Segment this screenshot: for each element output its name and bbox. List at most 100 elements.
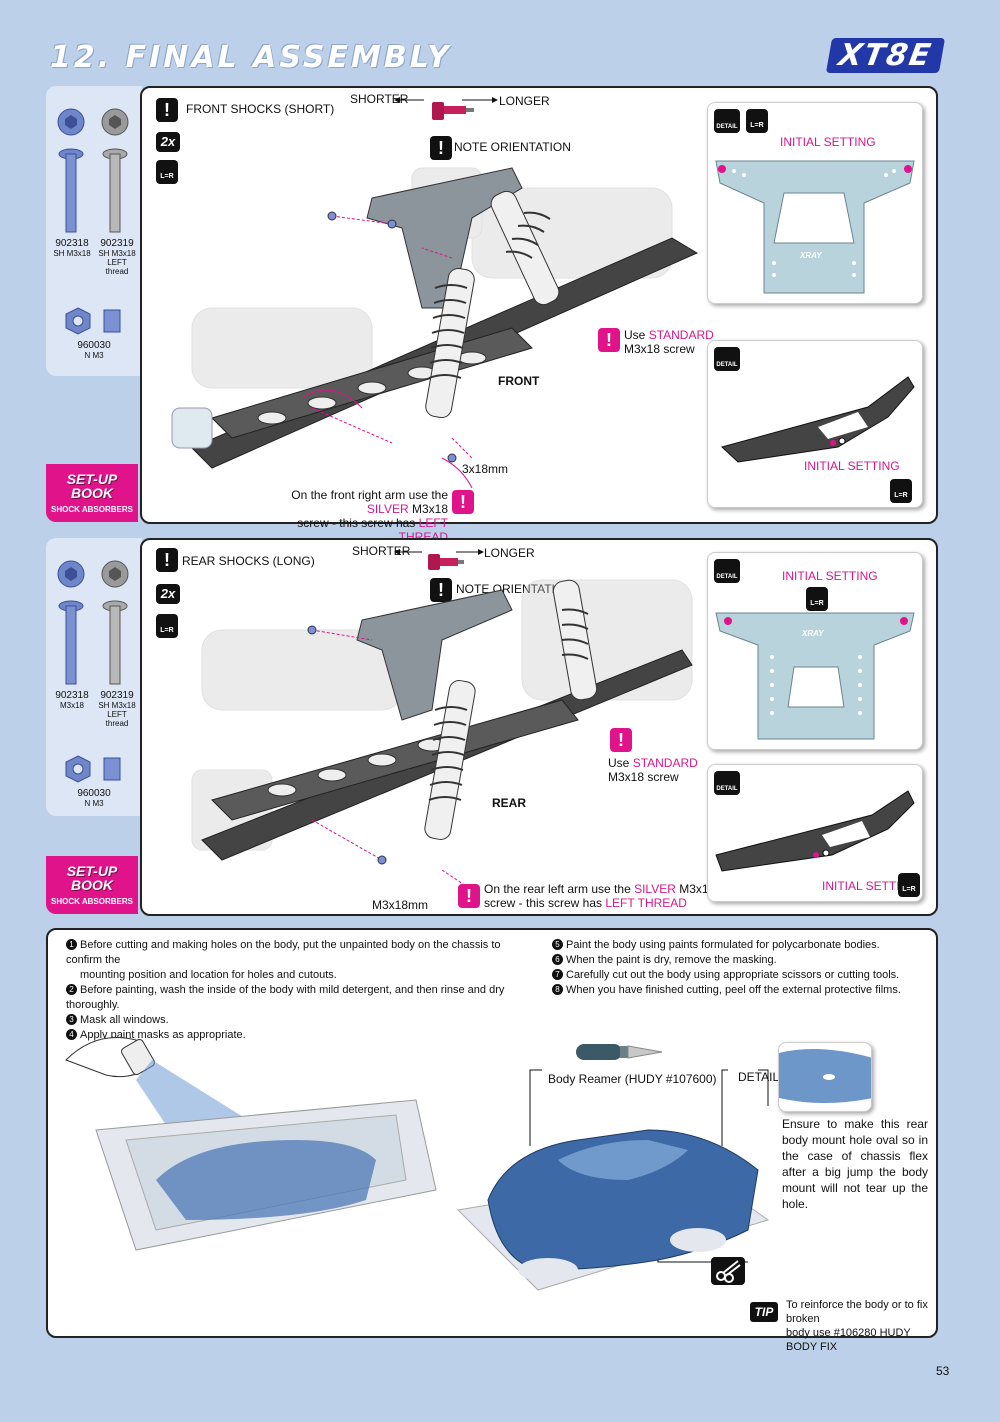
body-mount-detail: [778, 1042, 872, 1112]
mount-hole-note: Ensure to make this rear body mount hole…: [782, 1117, 928, 1211]
screw-size-label: 3x18mm: [462, 462, 509, 476]
suspension-arm-icon: [721, 376, 915, 463]
front-setup-book-link[interactable]: SET-UP BOOK SHOCK ABSORBERS: [46, 464, 138, 522]
direction-label: REAR: [492, 796, 527, 810]
shock-end-icon: [394, 549, 484, 570]
nut-code: 960030: [77, 788, 111, 799]
lr-icon: L=R: [806, 587, 828, 611]
reamer-label: Body Reamer (HUDY #107600): [548, 1072, 717, 1086]
part-desc-2: LEFT thread: [105, 710, 129, 728]
shorter-label: SHORTER: [350, 92, 409, 106]
step-item: mounting position and location for holes…: [80, 969, 337, 981]
warning-icon: !: [598, 328, 620, 352]
warning-icon: !: [610, 728, 632, 752]
front-parts-strip: 902318 SH M3x18 902319 SH M3x18 LEFT thr…: [46, 86, 142, 376]
left-thread-note: On the rear left arm use the SILVER M3x1…: [484, 882, 716, 910]
nut-code: 960030: [77, 340, 111, 351]
tip-text: To reinforce the body or to fix broken b…: [786, 1299, 928, 1353]
tower-brand: XRAY: [800, 251, 822, 260]
initial-setting-label: INITIAL SETTING: [780, 135, 876, 149]
initial-setting-label: INITIAL SETTING: [822, 879, 918, 893]
left-thread-note: On the front right arm use the SILVER M3…: [291, 488, 448, 544]
nut-icon: [65, 755, 121, 783]
shock-tower-icon: [715, 160, 915, 294]
detail-icon: DETAIL: [714, 771, 740, 795]
tip-badge: TIP: [750, 1302, 778, 1322]
lr-icon: L=R: [898, 873, 920, 897]
leader-lines: [529, 1069, 769, 1263]
warning-icon: !: [430, 136, 452, 160]
part-desc: SH M3x18: [98, 701, 136, 710]
lr-icon: L=R: [890, 479, 912, 503]
nut-desc: N M3: [84, 799, 104, 808]
lr-icon: L=R: [156, 160, 178, 184]
rear-shocks-panel: ! REAR SHOCKS (LONG) 2x L=R SHORTER LONG…: [140, 538, 938, 916]
standard-screw-note: Use STANDARD M3x18 screw: [624, 328, 714, 356]
screw-902318-icon: [57, 560, 85, 685]
body-mount-icon: [779, 1049, 871, 1103]
step-title: FRONT SHOCKS (SHORT): [186, 102, 335, 116]
part-desc: SH M3x18: [98, 249, 136, 258]
nut-icon: [65, 307, 121, 335]
part-code: 902319: [100, 238, 134, 249]
painted-body-illustration: [456, 1129, 770, 1291]
screw-902318-icon: [57, 108, 85, 233]
detail-icon: DETAIL: [714, 347, 740, 371]
rear-tower-detail: DETAIL INITIAL SETTING L=R XRAY: [707, 552, 923, 750]
longer-label: LONGER: [499, 94, 550, 108]
note-orientation-label: NOTE ORIENTATION: [454, 140, 571, 154]
rear-parts-strip: 902318 M3x18 902319 SH M3x18 LEFT thread…: [46, 538, 142, 816]
initial-setting-label: INITIAL SETTING: [804, 459, 900, 473]
shock-end-icon: [394, 97, 498, 120]
lr-icon: L=R: [746, 109, 768, 133]
page-title: 12. FINAL ASSEMBLY: [50, 40, 452, 75]
part-desc: SH M3x18: [53, 249, 91, 258]
warning-icon: !: [156, 548, 178, 572]
screw-size-label: M3x18mm: [372, 898, 429, 912]
warning-icon: !: [452, 490, 474, 514]
warning-icon: !: [430, 578, 452, 602]
body-reamer-icon: [576, 1044, 663, 1060]
shorter-label: SHORTER: [352, 544, 411, 558]
detail-icon: DETAIL: [714, 109, 740, 133]
nut-desc: N M3: [84, 351, 104, 360]
front-arm-detail: DETAIL INITIAL SETTING L=R: [707, 340, 923, 508]
spray-painting-illustration: [65, 1037, 437, 1251]
initial-setting-label: INITIAL SETTING: [782, 569, 878, 583]
suspension-arm-icon: [715, 790, 915, 872]
part-code: 902318: [55, 690, 89, 701]
page-number: 53: [936, 1364, 950, 1378]
front-shocks-panel: ! FRONT SHOCKS (SHORT) 2x L=R SHORTER LO…: [140, 86, 938, 544]
tower-brand: XRAY: [802, 629, 824, 638]
rear-setup-book-link[interactable]: SET-UP BOOK SHOCK ABSORBERS: [46, 856, 138, 914]
step-title: REAR SHOCKS (LONG): [182, 554, 315, 568]
brand-logo: XT8E: [825, 38, 946, 73]
part-code: 902319: [100, 690, 134, 701]
direction-label: FRONT: [498, 374, 540, 388]
part-code: 902318: [55, 238, 89, 249]
screw-902319-icon: [101, 108, 129, 233]
rear-assembly-illustration: [191, 579, 693, 895]
front-assembly-illustration: [171, 167, 699, 489]
screw-902319-icon: [101, 560, 129, 685]
lr-icon: L=R: [156, 614, 178, 638]
shock-tower-icon: [715, 612, 915, 740]
note-orientation-label: NOTE ORIENTATION: [456, 582, 573, 596]
warning-icon: !: [156, 98, 178, 122]
front-tower-detail: DETAIL L=R INITIAL SETTING XRAY: [707, 102, 923, 304]
part-desc: M3x18: [59, 701, 84, 710]
quantity-badge: 2x: [156, 584, 180, 604]
part-desc-2: LEFT thread: [105, 258, 129, 276]
longer-label: LONGER: [484, 546, 535, 560]
detail-icon: DETAIL: [714, 559, 740, 583]
